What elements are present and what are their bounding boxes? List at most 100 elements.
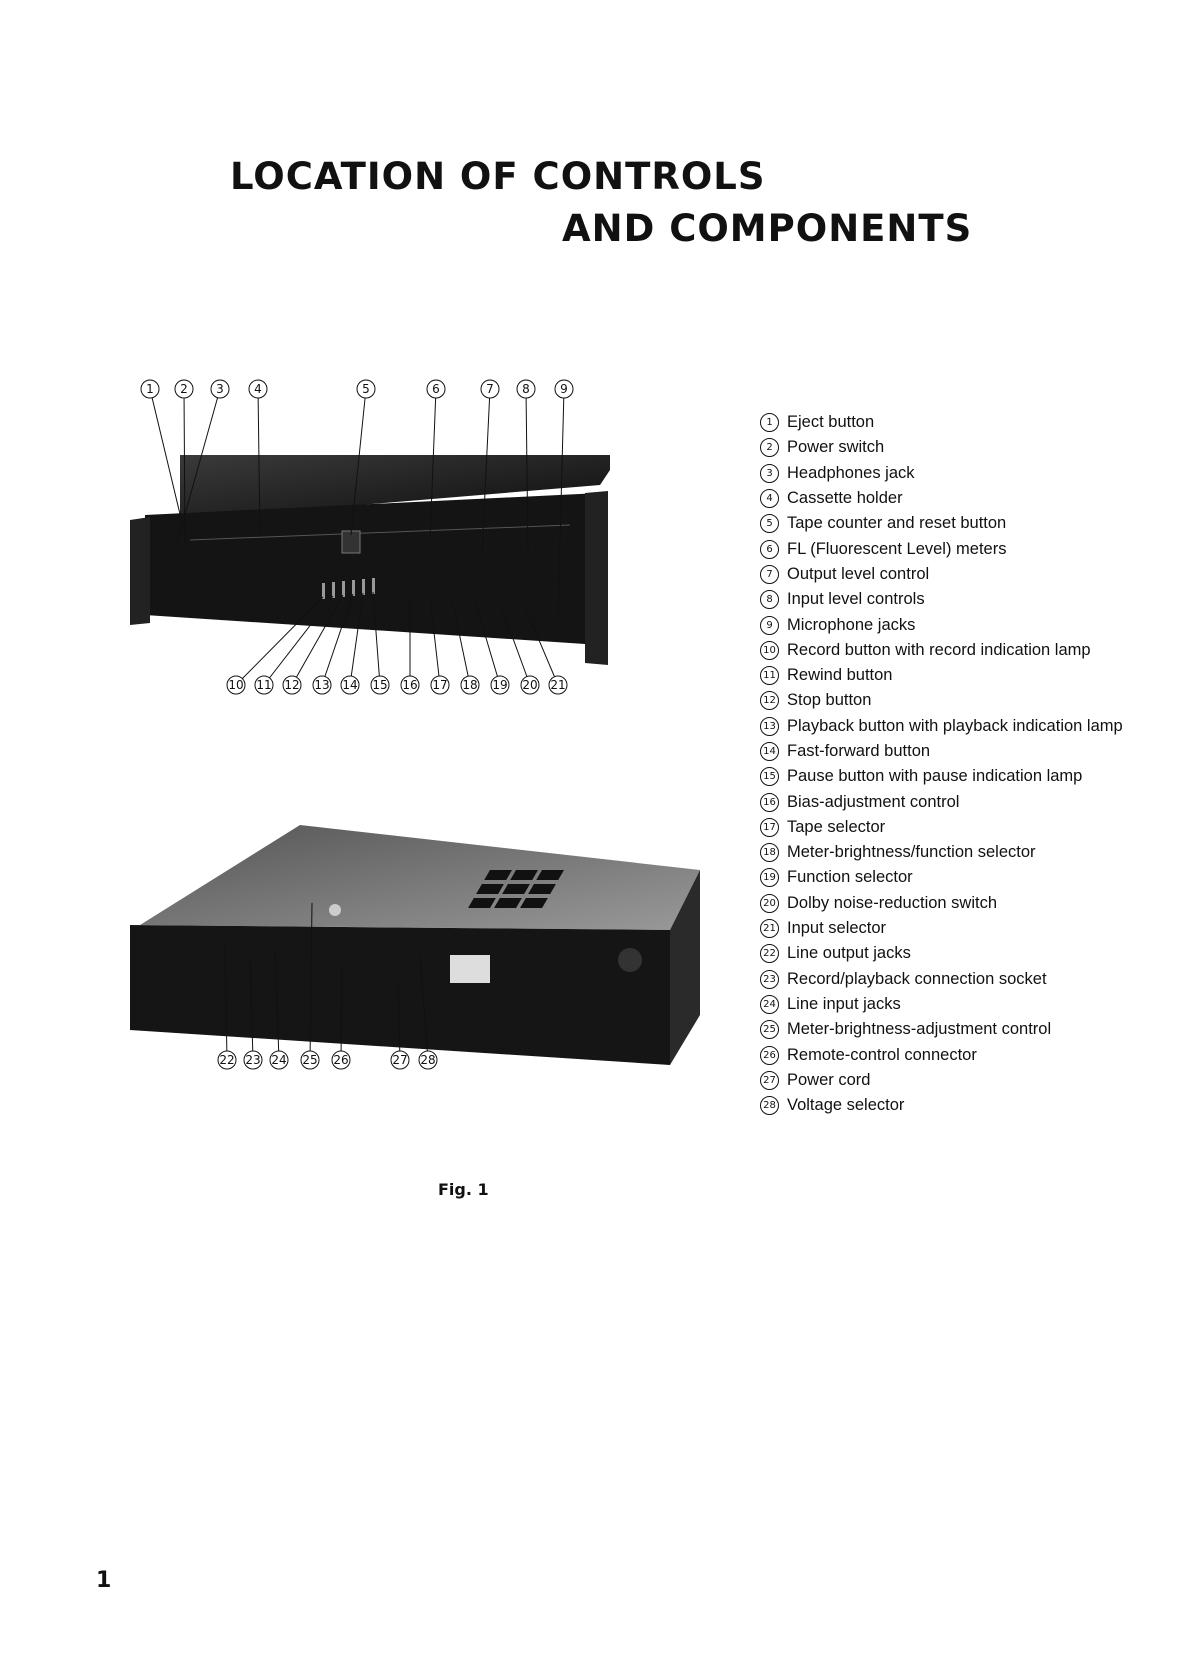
legend-item-label: Rewind button — [787, 666, 893, 685]
callout-leader-line — [257, 388, 261, 536]
callout-leader-line — [525, 388, 529, 556]
callout-marker — [174, 379, 194, 399]
callout-leader-line — [291, 594, 344, 686]
callout-leader-line — [397, 984, 401, 1061]
callout-marker — [430, 675, 450, 695]
callout-marker — [217, 1050, 237, 1070]
callout-number: 7 — [486, 382, 494, 396]
callout-number: 15 — [372, 678, 387, 692]
legend-item-label: Stop button — [787, 691, 872, 710]
figure-caption: Fig. 1 — [438, 1180, 489, 1199]
callout-leader-line — [321, 593, 354, 686]
legend-item-number: 2 — [760, 438, 779, 458]
legend-item-number: 5 — [760, 514, 779, 534]
callout-number: 6 — [432, 382, 440, 396]
legend-item-number: 7 — [760, 564, 779, 584]
front-unit-body — [130, 455, 610, 665]
page-number: 1 — [96, 1568, 112, 1593]
rear-unit-body — [130, 825, 700, 1065]
legend-item-number: 3 — [760, 463, 779, 483]
callout-leader-line — [340, 964, 343, 1061]
legend-item-label: Headphones jack — [787, 463, 915, 482]
callout-marker — [554, 379, 574, 399]
callout-number: 25 — [302, 1053, 317, 1067]
callout-number: 5 — [362, 382, 370, 396]
callout-leader-line — [274, 949, 280, 1061]
callout-leader-line — [372, 591, 381, 686]
legend-item-number: 12 — [760, 691, 779, 711]
legend-item: 17 Tape selector — [760, 815, 1123, 840]
legend-item-label: Record/playback connection socket — [787, 969, 1047, 988]
callout-leader-line — [557, 388, 565, 621]
callout-number: 23 — [245, 1053, 260, 1067]
legend-item-number: 23 — [760, 969, 779, 989]
callout-number: 13 — [314, 678, 329, 692]
callout-leader-line — [499, 602, 531, 686]
legend-item-label: Tape counter and reset button — [787, 514, 1007, 533]
legend-item-number: 18 — [760, 843, 779, 863]
legend-item-number: 17 — [760, 817, 779, 837]
legend-item-label: Meter-brightness-adjustment control — [787, 1020, 1052, 1039]
callout-marker — [254, 675, 274, 695]
callout-marker — [490, 675, 510, 695]
legend-item: 2 Power switch — [760, 435, 1123, 460]
legend-item-label: Input selector — [787, 919, 887, 938]
page-title-line-2: AND COMPONENTS — [562, 207, 973, 250]
legend-item: 12 Stop button — [760, 688, 1123, 713]
callout-leader-line — [249, 954, 254, 1061]
callout-marker — [400, 675, 420, 695]
callout-number: 26 — [333, 1053, 348, 1067]
callout-marker — [248, 379, 268, 399]
callout-marker — [520, 675, 540, 695]
legend-item-label: Remote-control connector — [787, 1045, 977, 1064]
callout-marker — [226, 675, 246, 695]
legend-item-number: 9 — [760, 615, 779, 635]
callout-marker — [516, 379, 536, 399]
callout-leader-line — [429, 388, 437, 541]
legend-item-label: Dolby noise-reduction switch — [787, 893, 998, 912]
callout-number: 14 — [342, 678, 357, 692]
callout-leader-line — [419, 954, 429, 1061]
legend-item-label: FL (Fluorescent Level) meters — [787, 539, 1007, 558]
legend-item-number: 22 — [760, 944, 779, 964]
page-title-line-1: LOCATION OF CONTROLS — [230, 155, 766, 198]
legend-item-label: Tape selector — [787, 817, 886, 836]
legend-item-number: 21 — [760, 919, 779, 939]
callout-leader-line — [224, 944, 228, 1061]
legend-item-label: Power switch — [787, 438, 885, 457]
legend-item-label: Cassette holder — [787, 489, 903, 508]
legend-item-label: Output level control — [787, 564, 930, 583]
callout-number: 12 — [284, 678, 299, 692]
callout-marker — [300, 1050, 320, 1070]
callout-number: 8 — [522, 382, 530, 396]
legend-item: 7 Output level control — [760, 562, 1123, 587]
callout-marker — [282, 675, 302, 695]
callout-leader-line — [429, 596, 441, 686]
legend-item-number: 19 — [760, 868, 779, 888]
callout-number: 17 — [432, 678, 447, 692]
callout-number: 24 — [271, 1053, 286, 1067]
callout-leader-line — [174, 388, 221, 551]
legend-item-number: 16 — [760, 792, 779, 812]
callout-number: 3 — [216, 382, 224, 396]
legend-item-label: Voltage selector — [787, 1096, 905, 1115]
callout-marker — [480, 379, 500, 399]
callout-number: 11 — [256, 678, 271, 692]
legend-item-label: Pause button with pause indication lamp — [787, 767, 1083, 786]
callout-marker — [140, 379, 160, 399]
legend-item-label: Line output jacks — [787, 944, 911, 963]
callout-leader-line — [524, 606, 559, 686]
